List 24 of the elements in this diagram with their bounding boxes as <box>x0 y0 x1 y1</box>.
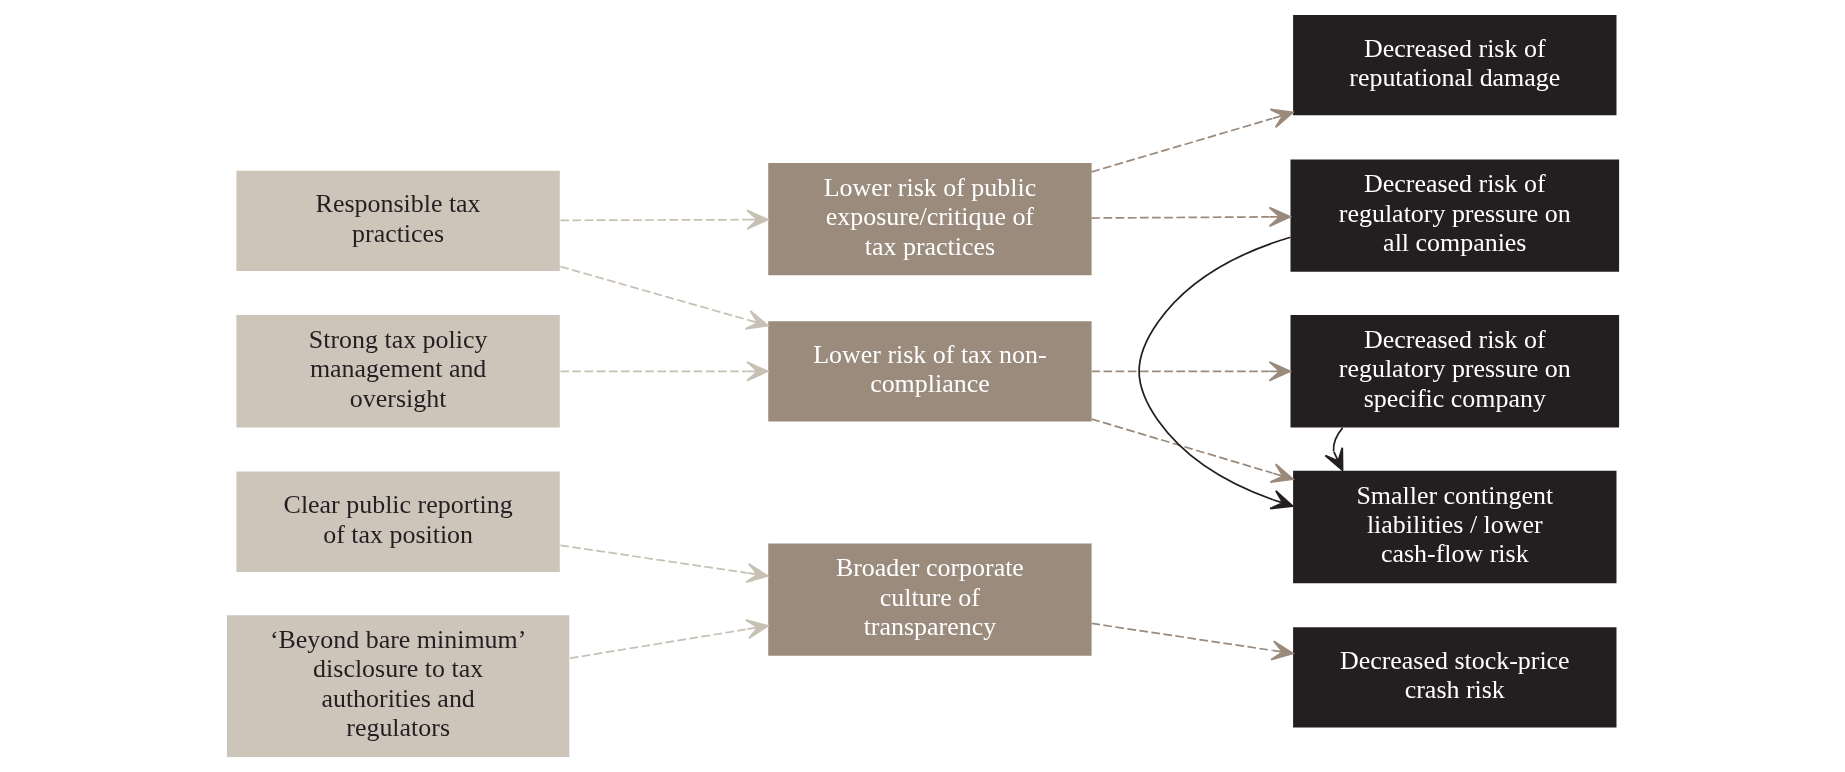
arrow <box>1090 206 1291 228</box>
node-box: Clear public reporting of tax position <box>235 471 560 572</box>
arrow <box>559 544 769 584</box>
arrow <box>559 361 769 382</box>
node-box: ‘Beyond bare minimum’ disclosure to tax authorities and regulators <box>226 615 569 757</box>
node-box: Lower risk of tax non-compliance <box>767 321 1092 422</box>
arrow <box>1090 361 1291 382</box>
arrow <box>559 209 769 230</box>
arrow <box>568 619 769 660</box>
node-box: Smaller contingent liabilities / lower cash-flow risk <box>1292 470 1616 584</box>
arrow <box>1090 108 1294 173</box>
node-box: Decreased stock-price crash risk <box>1292 627 1616 728</box>
node-box: Strong tax policy management and oversight <box>235 315 560 428</box>
arrow <box>559 265 769 330</box>
arrow <box>1090 418 1294 483</box>
node-box: Decreased risk of regulatory pressure on specific company <box>1290 315 1619 428</box>
node-box: Decreased risk of regulatory pressure on all companies <box>1290 159 1619 272</box>
node-box: Decreased risk of reputational damage <box>1292 15 1616 116</box>
node-box: Broader corporate culture of transparency <box>767 543 1092 656</box>
node-box: Lower risk of public exposure/critique of tax practices <box>767 162 1092 276</box>
node-box: Responsible tax practices <box>235 170 560 271</box>
arrow <box>1324 426 1343 472</box>
arrow <box>1137 236 1294 510</box>
arrow <box>1090 622 1294 661</box>
